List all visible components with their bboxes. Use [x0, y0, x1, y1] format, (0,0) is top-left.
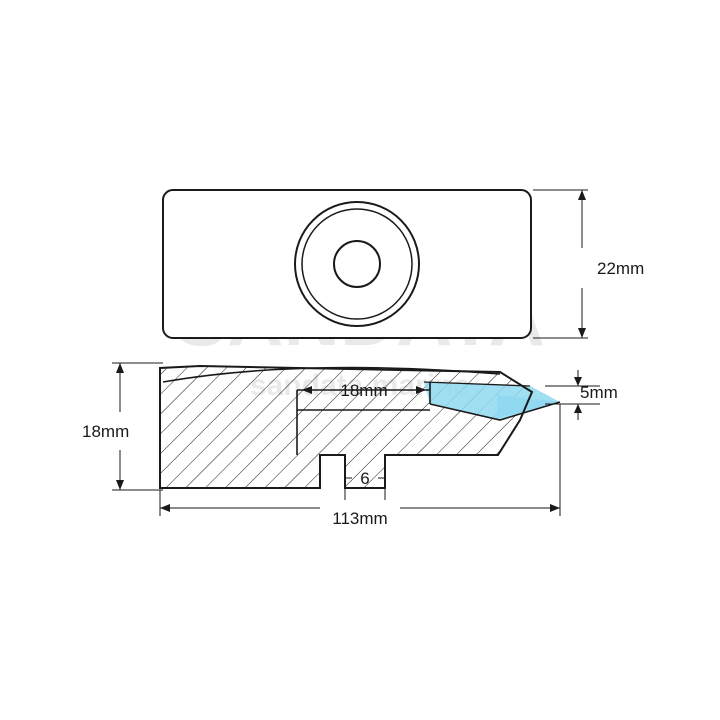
dimension-18mm-height-label: 18mm: [82, 422, 129, 441]
blade-lower-edge: [429, 401, 561, 421]
dimension-18mm-inner-label: 18mm: [340, 381, 387, 400]
dimension-113mm: 113mm: [159, 404, 561, 528]
top-view-inner-circle: [333, 240, 381, 288]
dimension-113mm-label: 113mm: [332, 509, 387, 528]
dimension-18mm-inner: 18mm: [300, 381, 428, 400]
top-view: [162, 189, 532, 339]
side-view: [159, 364, 561, 489]
blade-upper-edge: [423, 381, 531, 387]
dimension-5mm-label: 5mm: [580, 383, 618, 402]
dimension-5mm: 5mm: [545, 370, 618, 420]
highlight-wedge-tip: [497, 395, 560, 418]
dimension-22mm: 22mm: [533, 189, 644, 339]
top-view-mid-circle: [301, 208, 413, 320]
dimension-18mm-height: 18mm: [82, 362, 163, 491]
dimension-6-label: 6: [360, 469, 369, 488]
side-view-top-cap: [162, 366, 501, 383]
dimension-22mm-label: 22mm: [597, 259, 644, 278]
dimension-6: 6: [344, 455, 386, 500]
